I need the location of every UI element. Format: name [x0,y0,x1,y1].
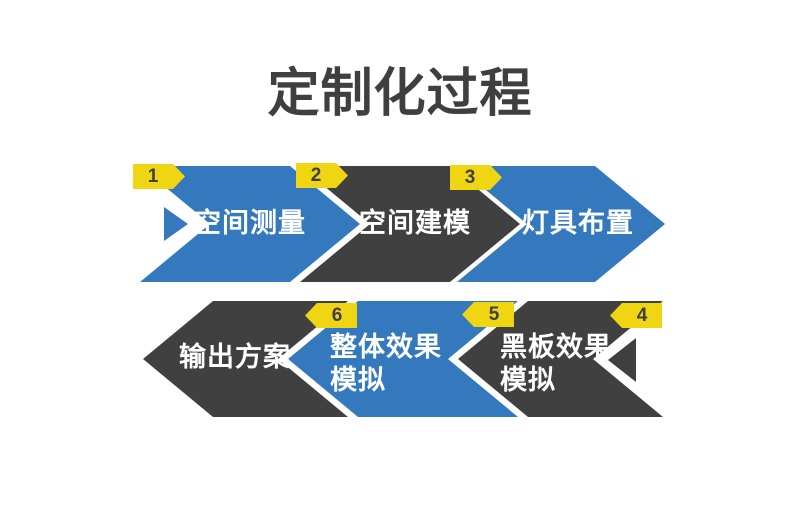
step-1-badge: 1 [133,164,185,189]
step-5-number: 5 [488,303,500,325]
step-2-badge: 2 [296,163,348,188]
step-2-number: 2 [310,164,322,186]
step-4-number: 4 [636,304,648,326]
step-5-label: 整体效果 模拟 [330,332,442,395]
step-1-number: 1 [147,165,159,187]
step-4-badge: 4 [610,303,662,328]
step-6-number: 6 [331,304,343,326]
step-5-badge: 5 [462,302,514,327]
step-6-label: 输出方案 [179,342,291,372]
step-6-badge: 6 [305,303,357,328]
page-title: 定制化过程 [267,65,533,123]
step-4-label: 黑板效果 模拟 [500,332,612,395]
step-3-number: 3 [464,166,476,188]
step-3-badge: 3 [450,165,502,190]
step-1-label: 空间测量 [194,208,306,238]
step-2-label: 空间建模 [359,208,471,238]
step-3-label: 灯具布置 [522,208,634,238]
